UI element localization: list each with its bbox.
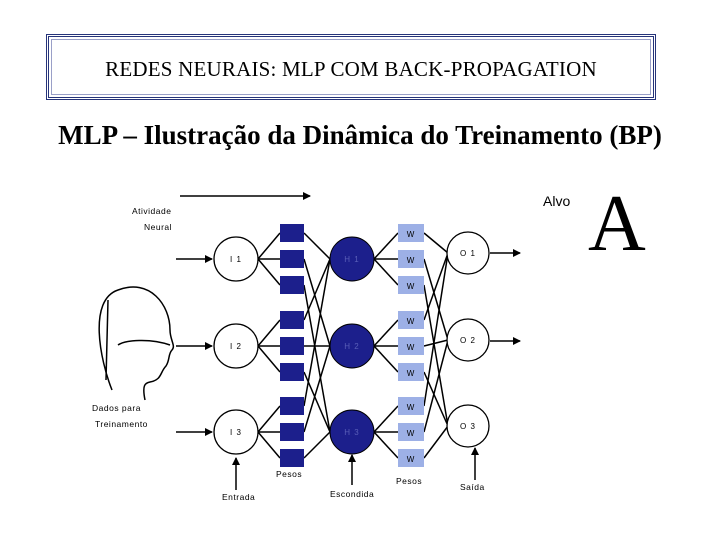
- hidden-node: [329, 323, 375, 369]
- page-subtitle: MLP – Ilustração da Dinâmica do Treiname…: [58, 120, 662, 150]
- hidden-weight-edge: [373, 405, 399, 433]
- header-title: REDES NEURAIS: MLP COM BACK-PROPAGATION: [105, 57, 597, 81]
- weight-output-edge: [423, 339, 449, 347]
- output-node: [446, 318, 490, 362]
- weight-box-layer2: [398, 397, 424, 415]
- output-node-label: O 2: [460, 336, 476, 345]
- weight-output-edge: [423, 258, 449, 341]
- output-node-label: O 3: [460, 422, 476, 431]
- output-node: [446, 404, 490, 448]
- input-node: [213, 236, 259, 282]
- input-weight-edge: [257, 431, 281, 459]
- weight-box-layer2: [398, 449, 424, 467]
- hidden-node-label: H 1: [344, 255, 359, 264]
- output-node: [446, 231, 490, 275]
- input-weight-edge: [257, 232, 281, 260]
- weight-label: W: [407, 455, 416, 464]
- hidden-weight-edge: [373, 319, 399, 347]
- weight-hidden-edge: [303, 345, 331, 433]
- activity-label-2: Neural: [144, 222, 172, 232]
- header-box: REDES NEURAIS: MLP COM BACK-PROPAGATION: [46, 34, 656, 100]
- input-node: [213, 409, 259, 455]
- head-icon: [98, 286, 175, 401]
- hidden-weight-edge: [373, 232, 399, 260]
- weight-box-layer1: [280, 250, 304, 268]
- weight-output-edge: [423, 232, 449, 254]
- weight-box-layer1: [280, 363, 304, 381]
- weight-label: W: [407, 403, 416, 412]
- weight-label: W: [407, 429, 416, 438]
- input-layer-label: Entrada: [222, 492, 255, 502]
- input-hidden-connections: [257, 232, 331, 459]
- hidden-output-connections: [373, 232, 449, 459]
- hidden-node: [329, 236, 375, 282]
- weight-box-layer1: [280, 397, 304, 415]
- weight-hidden-edge: [303, 431, 331, 459]
- hidden-layer-label: Escondida: [330, 489, 374, 499]
- hidden-weight-edge: [373, 258, 399, 286]
- weight-output-edge: [423, 252, 449, 321]
- input-node: [213, 323, 259, 369]
- output-node-label: O 1: [460, 249, 476, 258]
- hidden-node-label: H 3: [344, 428, 359, 437]
- weight-label: W: [407, 230, 416, 239]
- weight-box-layer2: [398, 423, 424, 441]
- hidden-weight-edge: [373, 345, 399, 373]
- data-label-1: Dados para: [92, 403, 141, 413]
- weight-box-layer2: [398, 363, 424, 381]
- weight-box-layer2: [398, 276, 424, 294]
- weight-box-layer1: [280, 224, 304, 242]
- weight-hidden-edge: [303, 258, 331, 347]
- weight-box-layer2: [398, 337, 424, 355]
- target-symbol: A: [588, 180, 646, 268]
- target-label: Alvo: [543, 193, 570, 209]
- weight-hidden-edge: [303, 258, 331, 321]
- input-weight-edge: [257, 345, 281, 373]
- hidden-node-label: H 2: [344, 342, 359, 351]
- weights-2-label: Pesos: [396, 476, 422, 486]
- output-layer-label: Saída: [460, 482, 485, 492]
- weight-box-layer1: [280, 449, 304, 467]
- weight-label: W: [407, 317, 416, 326]
- input-node-label: I 3: [230, 428, 242, 437]
- weight-box-layer1: [280, 276, 304, 294]
- weight-box-layer1: [280, 337, 304, 355]
- weight-label: W: [407, 282, 416, 291]
- weight-hidden-edge: [303, 232, 331, 260]
- input-weight-edge: [257, 405, 281, 433]
- weight-box-layer1: [280, 311, 304, 329]
- weight-box-layer2: [398, 250, 424, 268]
- activity-label-1: Atividade: [132, 206, 171, 216]
- weight-box-layer2: [398, 224, 424, 242]
- weight-label: W: [407, 343, 416, 352]
- hidden-weight-edge: [373, 431, 399, 459]
- weight-output-edge: [423, 252, 449, 407]
- weight-box-layer2: [398, 311, 424, 329]
- weights-1-label: Pesos: [276, 469, 302, 479]
- weight-output-edge: [423, 339, 449, 433]
- input-weight-edge: [257, 258, 281, 286]
- weight-box-layer1: [280, 423, 304, 441]
- data-label-2: Treinamento: [95, 419, 148, 429]
- weight-hidden-edge: [303, 258, 331, 407]
- input-weight-edge: [257, 319, 281, 347]
- weight-label: W: [407, 256, 416, 265]
- input-node-label: I 2: [230, 342, 242, 351]
- weight-output-edge: [423, 425, 449, 459]
- input-node-label: I 1: [230, 255, 242, 264]
- weight-label: W: [407, 369, 416, 378]
